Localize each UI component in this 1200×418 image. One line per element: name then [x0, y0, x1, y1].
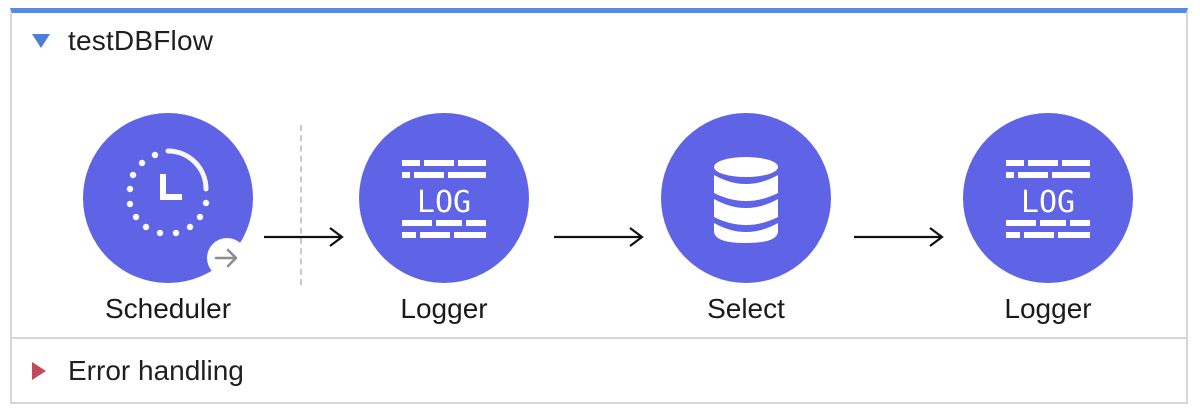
component-label: Select: [707, 293, 785, 324]
component-logger[interactable]: LOG Logger: [334, 113, 554, 345]
expand-triangle-icon[interactable]: [32, 362, 46, 380]
component-logger[interactable]: LOG Logger: [938, 113, 1158, 345]
logger-circle: LOG: [359, 113, 529, 283]
logger-circle: LOG: [963, 113, 1133, 283]
collapse-triangle-icon[interactable]: [32, 34, 50, 48]
flow-arrow: [262, 225, 346, 249]
flow-container: testDBFlow: [10, 8, 1188, 404]
scheduler-circle: [83, 113, 253, 283]
component-label: Scheduler: [104, 293, 232, 324]
flow-header[interactable]: testDBFlow: [12, 13, 1186, 73]
source-divider: [300, 125, 302, 285]
log-icon: LOG: [1006, 160, 1090, 238]
arrow-right-icon: [214, 248, 238, 268]
flow-canvas: Scheduler LOG Logger: [12, 73, 1186, 337]
component-label: Logger: [400, 293, 488, 324]
log-icon-text: LOG: [417, 185, 471, 220]
flow-arrow: [852, 225, 946, 249]
component-select[interactable]: Select: [636, 113, 856, 345]
section-divider: [12, 337, 1186, 339]
database-icon: [714, 157, 778, 243]
clock-icon: [126, 148, 210, 237]
component-label: Logger: [1004, 293, 1092, 324]
source-badge: [207, 238, 247, 278]
component-scheduler[interactable]: Scheduler: [58, 113, 278, 345]
error-handling-section[interactable]: Error handling: [12, 339, 1186, 403]
flow-arrow: [552, 225, 646, 249]
log-icon-text: LOG: [1021, 185, 1075, 220]
error-handling-label: Error handling: [68, 355, 244, 386]
flow-title: testDBFlow: [68, 25, 214, 56]
log-icon: LOG: [402, 160, 486, 238]
select-circle: [661, 113, 831, 283]
